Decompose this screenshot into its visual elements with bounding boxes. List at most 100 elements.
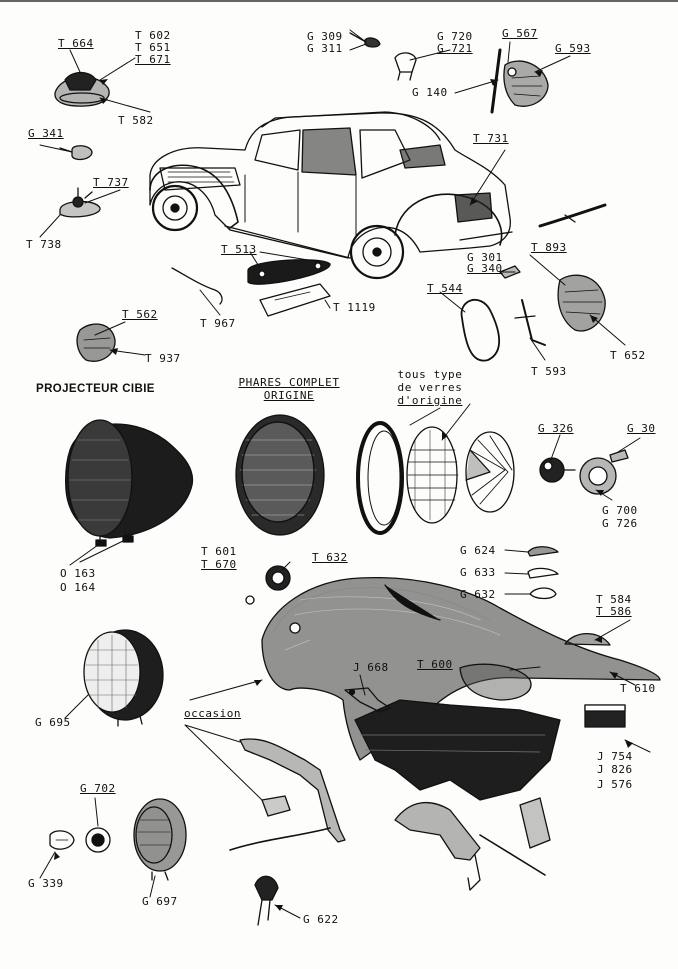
lamp-t562 (76, 323, 116, 362)
label-t593: T 593 (531, 365, 567, 378)
pad-t584 (564, 632, 611, 646)
label-g633: G 633 (460, 566, 496, 579)
headlamp-g695 (83, 629, 164, 727)
label-j826: J 826 (597, 763, 633, 776)
label-t738: T 738 (26, 238, 62, 251)
label-j576: J 576 (597, 778, 633, 791)
diamond-lens (519, 797, 551, 849)
wire-t967 (171, 267, 223, 305)
heading-phares-line1: PHARES COMPLET (238, 376, 340, 389)
label-t671: T 671 (135, 53, 171, 66)
label-g140: G 140 (412, 86, 448, 99)
lamp-t601 (245, 565, 291, 605)
leader-lines (39, 29, 651, 919)
label-t562: T 562 (122, 308, 158, 321)
headlamp-ring (356, 421, 404, 535)
label-o163: O 163 (60, 567, 96, 580)
label-j754: J 754 (597, 750, 633, 763)
hinge-bracket (394, 801, 546, 891)
label-t737: T 737 (93, 176, 129, 189)
label-g567: G 567 (502, 27, 538, 40)
heading-verres-line2: de verres (397, 381, 463, 394)
label-t937: T 937 (145, 352, 181, 365)
bulb-g341 (59, 145, 93, 161)
socket-g700 (579, 449, 629, 495)
label-g721: G 721 (437, 42, 473, 55)
label-t513: T 513 (221, 243, 257, 256)
label-g340: G 340 (467, 262, 503, 275)
headlamp-complete (235, 414, 325, 536)
label-t652: T 652 (610, 349, 646, 362)
headlamp-reflector (465, 431, 515, 513)
label-g624: G 624 (460, 544, 496, 557)
label-t584: T 584 (596, 593, 632, 606)
label-t600: T 600 (417, 658, 453, 671)
label-g700: G 700 (602, 504, 638, 517)
heading-occasion: occasion (184, 707, 241, 720)
headlamp-lens (406, 426, 459, 524)
heading-phares-line2: ORIGINE (263, 389, 315, 402)
arrowheads (54, 70, 633, 911)
label-g309: G 309 (307, 30, 343, 43)
bracket-j668 (344, 687, 391, 713)
label-t670: T 670 (201, 558, 237, 571)
label-g30x: G 30 (627, 422, 656, 435)
bracket-occasion (229, 738, 346, 851)
label-t544: T 544 (427, 282, 463, 295)
lens-g624 (527, 546, 559, 557)
bulb-g339 (49, 830, 75, 850)
car-illustration (149, 111, 513, 280)
label-t586: T 586 (596, 605, 632, 618)
label-g311: G 311 (307, 42, 343, 55)
label-t582: T 582 (118, 114, 154, 127)
label-t664: T 664 (58, 37, 94, 50)
stone-guard-t600 (459, 663, 532, 701)
wiper-arm (538, 203, 607, 228)
lens-g633 (527, 567, 559, 579)
label-t1119: T 1119 (333, 301, 376, 314)
label-g326: G 326 (538, 422, 574, 435)
label-t651: T 651 (135, 41, 171, 54)
stalk-t593 (514, 299, 546, 346)
label-t967: T 967 (200, 317, 236, 330)
cup-g702 (85, 827, 111, 853)
label-g726: G 726 (602, 517, 638, 530)
label-g341: G 341 (28, 127, 64, 140)
label-g695: G 695 (35, 716, 71, 729)
label-t731: T 731 (473, 132, 509, 145)
cable-clip-t737 (59, 187, 101, 218)
plate-t1119 (259, 283, 331, 317)
lamp-g697 (133, 798, 187, 881)
inner-fender (354, 699, 561, 801)
gasket-t544 (460, 298, 501, 362)
label-t893: T 893 (531, 241, 567, 254)
label-t610: T 610 (620, 682, 656, 695)
label-g593: G 593 (555, 42, 591, 55)
label-g632: G 632 (460, 588, 496, 601)
lens-g632 (529, 587, 557, 600)
label-g339: G 339 (28, 877, 64, 890)
label-t601: T 601 (201, 545, 237, 558)
label-g702: G 702 (80, 782, 116, 795)
label-t602: T 602 (135, 29, 171, 42)
label-g720: G 720 (437, 30, 473, 43)
dome-light-t513 (247, 259, 331, 285)
label-o164: O 164 (60, 581, 96, 594)
label-g622: G 622 (303, 913, 339, 926)
label-g697: G 697 (142, 895, 178, 908)
switch-g622 (254, 875, 279, 926)
tail-lamp-t602 (54, 71, 110, 107)
rear-fender (261, 576, 661, 761)
tag-j754 (584, 704, 626, 728)
heading-projecteur-cibie: PROJECTEUR CIBIE (36, 383, 155, 395)
label-t632: T 632 (312, 551, 348, 564)
bulb-g326 (539, 457, 576, 483)
heading-verres-line1: tous type (397, 368, 463, 381)
socket-g720 (394, 52, 417, 81)
label-g301: G 301 (467, 251, 503, 264)
heading-verres-line3: d'origine (397, 394, 463, 407)
projecteur-cibie-lamp (64, 419, 194, 547)
label-j668: J 668 (353, 661, 389, 674)
